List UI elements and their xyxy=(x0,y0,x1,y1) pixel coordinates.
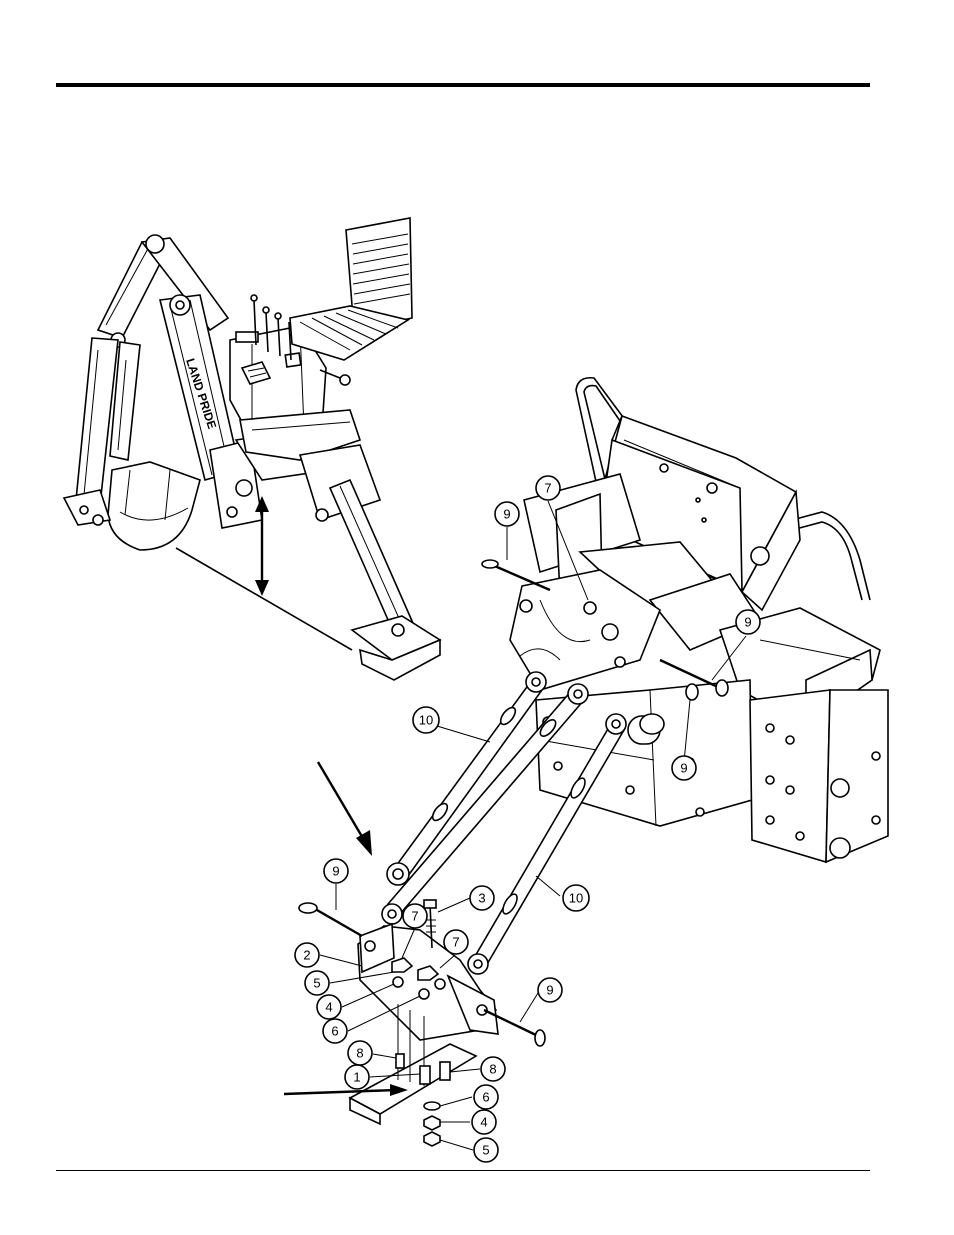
callout-8-right: 8 xyxy=(481,1057,505,1081)
callout-6-lower: 6 xyxy=(474,1085,498,1109)
svg-text:7: 7 xyxy=(544,481,551,496)
svg-text:4: 4 xyxy=(480,1115,487,1130)
svg-text:9: 9 xyxy=(744,615,751,630)
svg-text:1: 1 xyxy=(353,1070,360,1085)
callout-9-right-upper: 9 xyxy=(736,610,760,634)
tractor-frame-illustration xyxy=(482,378,888,862)
svg-text:5: 5 xyxy=(482,1143,489,1158)
svg-text:6: 6 xyxy=(331,1024,338,1039)
svg-text:8: 8 xyxy=(489,1062,496,1077)
callout-9-right-lower: 9 xyxy=(672,756,696,780)
backhoe-illustration: LAND PRIDE xyxy=(64,218,440,680)
callout-4-hitch: 4 xyxy=(317,995,341,1019)
callout-9-hitch-right: 9 xyxy=(538,978,562,1002)
svg-text:10: 10 xyxy=(569,891,583,906)
callout-3: 3 xyxy=(470,886,494,910)
svg-text:10: 10 xyxy=(419,713,433,728)
svg-text:6: 6 xyxy=(482,1090,489,1105)
callout-8-left: 8 xyxy=(348,1041,372,1065)
callout-7-hitch-left: 7 xyxy=(403,904,427,928)
callout-7-top: 7 xyxy=(536,476,560,500)
hitch-assembly xyxy=(284,900,545,1146)
callout-10-upper: 10 xyxy=(413,707,439,733)
svg-text:4: 4 xyxy=(325,1000,332,1015)
svg-text:5: 5 xyxy=(313,976,320,991)
callout-6-hitch: 6 xyxy=(323,1019,347,1043)
svg-text:9: 9 xyxy=(546,983,553,998)
callout-10-lower: 10 xyxy=(563,885,589,911)
svg-text:9: 9 xyxy=(680,761,687,776)
callout-9-top-left: 9 xyxy=(495,502,519,526)
svg-text:3: 3 xyxy=(478,891,485,906)
svg-text:9: 9 xyxy=(332,864,339,879)
callout-5-lower: 5 xyxy=(474,1138,498,1162)
callout-4-lower: 4 xyxy=(472,1110,496,1134)
svg-text:7: 7 xyxy=(452,935,459,950)
callout-9-hitch-left: 9 xyxy=(324,859,348,883)
callout-2: 2 xyxy=(295,943,319,967)
callout-5-hitch: 5 xyxy=(305,971,329,995)
callout-1: 1 xyxy=(345,1065,369,1089)
svg-text:8: 8 xyxy=(356,1046,363,1061)
callout-7-hitch-right: 7 xyxy=(444,930,468,954)
svg-text:7: 7 xyxy=(411,909,418,924)
svg-text:9: 9 xyxy=(503,507,510,522)
svg-text:2: 2 xyxy=(303,948,310,963)
